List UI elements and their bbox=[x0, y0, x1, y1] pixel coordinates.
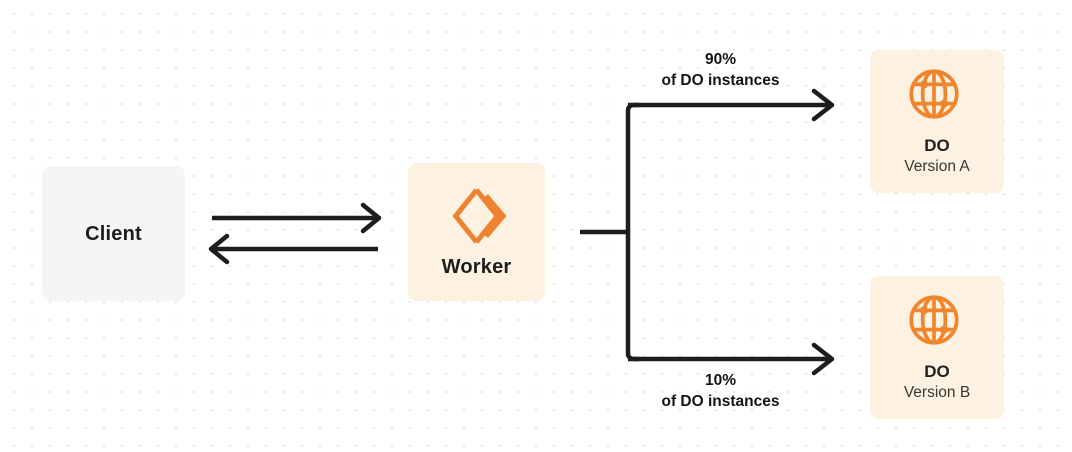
globe-icon bbox=[906, 66, 968, 128]
edge-label-do-b-percent: 10% bbox=[704, 372, 737, 389]
node-do-version-b: DO Version B bbox=[870, 276, 1004, 419]
node-do-b-title: DO bbox=[924, 361, 950, 381]
edge-label-do-a-percent: 90% bbox=[704, 51, 737, 68]
edge-label-do-b: 10% of DO instances bbox=[597, 371, 844, 413]
node-client-title: Client bbox=[85, 222, 142, 245]
edge-label-do-a: 90% of DO instances bbox=[597, 50, 844, 92]
arrow-client-to-worker bbox=[212, 202, 382, 234]
edge-label-do-a-text: of DO instances bbox=[661, 71, 780, 89]
edge-label-do-b-text: of DO instances bbox=[661, 392, 780, 410]
cloudflare-workers-icon bbox=[446, 186, 508, 248]
node-do-a-title: DO bbox=[924, 135, 950, 155]
node-do-b-subtitle: Version B bbox=[903, 384, 971, 402]
arrow-worker-to-do-a bbox=[628, 88, 835, 122]
arrow-worker-to-do-b bbox=[628, 342, 835, 376]
arrow-worker-to-client bbox=[208, 233, 378, 265]
fork-spine bbox=[625, 102, 641, 362]
node-do-a-subtitle: Version A bbox=[904, 158, 970, 176]
node-do-version-a: DO Version A bbox=[870, 50, 1004, 193]
node-worker: Worker bbox=[408, 163, 545, 301]
node-worker-title: Worker bbox=[441, 256, 512, 278]
node-client: Client bbox=[42, 166, 185, 301]
globe-icon bbox=[906, 292, 968, 354]
